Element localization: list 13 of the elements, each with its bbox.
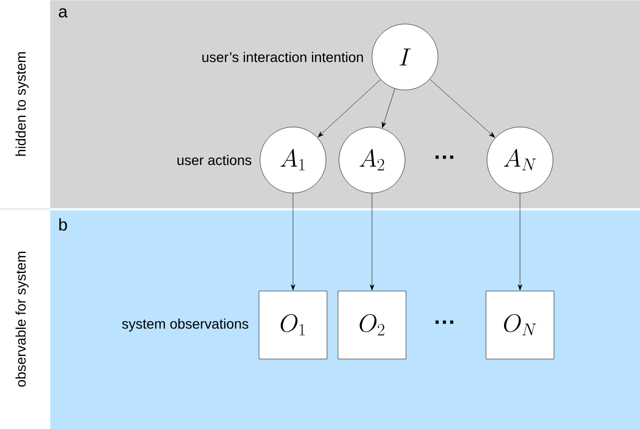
arrow [290, 193, 296, 290]
observation-box: $O_1$ [258, 290, 328, 360]
arrow [370, 193, 374, 290]
observation-box: $O_2$ [338, 290, 406, 360]
ellipsis: ··· [436, 156, 454, 159]
observation-box: $O_N$ [486, 290, 554, 360]
arrow [382, 88, 396, 128]
arrow [318, 79, 381, 138]
side-label: observable for system [16, 252, 28, 387]
arrow [430, 78, 496, 138]
ellipsis: ··· [436, 320, 454, 324]
side-label: hidden to system [16, 52, 28, 156]
arrow [518, 193, 522, 290]
